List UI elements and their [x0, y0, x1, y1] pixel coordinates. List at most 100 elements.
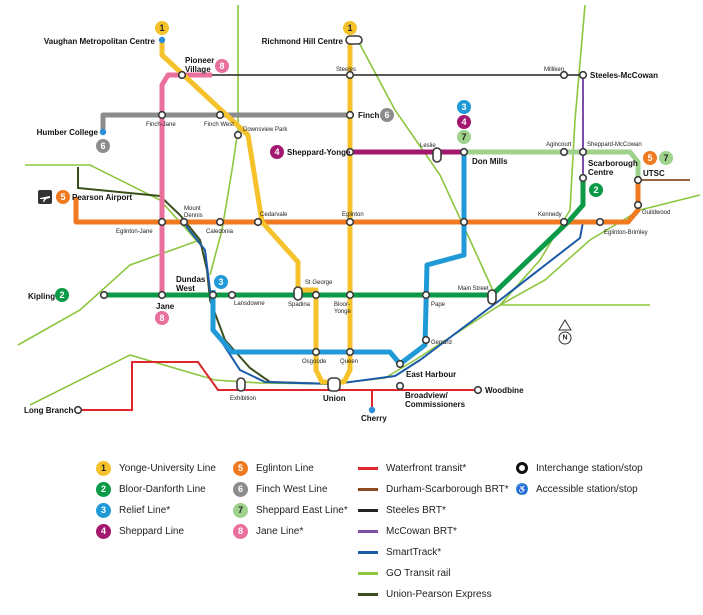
interchange-icon: [516, 462, 528, 474]
line7-path: [465, 149, 641, 180]
station-pearson: Pearson Airport: [72, 193, 132, 202]
legend-line6-label: Finch West Line: [256, 483, 328, 495]
station-cherry: Cherry: [361, 414, 387, 423]
line1-badge-richmond: 1: [343, 21, 357, 35]
line1-badge-vaughan: 1: [155, 21, 169, 35]
station-markers: [73, 36, 643, 415]
station-gerrard: Gerrard: [431, 340, 452, 346]
line3-path: [210, 152, 467, 367]
accessible-icon: ♿: [516, 483, 528, 495]
station-mount-2: Dennis: [184, 213, 203, 219]
station-jane: Jane: [156, 302, 175, 311]
line6-badge-finch: 6: [380, 108, 394, 122]
line1-path: [159, 40, 353, 385]
svg-text:6: 6: [384, 110, 389, 120]
station-finch-jane: Finch-Jane: [146, 122, 176, 128]
legend-line3: 3 Relief Line*: [96, 501, 170, 519]
line8-badge-pioneer: 8: [215, 59, 229, 73]
station-long-branch: Long Branch: [24, 406, 73, 415]
line3-badge-icon: 3: [96, 502, 111, 518]
station-sheppard-yonge: Sheppard-Yonge: [287, 148, 351, 157]
legend-steeles-label: Steeles BRT*: [386, 504, 446, 516]
legend-line1: 1 Yonge-University Line: [96, 459, 216, 477]
station-queen: Queen: [340, 359, 358, 365]
line2-badge-icon: 2: [96, 481, 111, 497]
legend-up: Union-Pearson Express: [358, 585, 492, 603]
line7-badge-donmills: 7: [457, 130, 471, 144]
legend-line8-label: Jane Line*: [256, 525, 304, 537]
line5-badge-pearson: 5: [56, 190, 70, 204]
svg-text:6: 6: [100, 141, 105, 151]
station-downsview: Downsview Park: [243, 127, 288, 133]
station-eglinton: Eglinton: [342, 212, 364, 218]
station-bloor: Bloor-: [334, 302, 350, 308]
go-transit-lines: [17, 4, 701, 406]
station-main-street: Main Street: [458, 286, 489, 292]
line8-path: [159, 72, 212, 295]
svg-text:3: 3: [461, 102, 466, 112]
svg-text:8: 8: [219, 61, 224, 71]
legend-line6: 6 Finch West Line: [233, 480, 328, 498]
line6-path: [100, 112, 350, 130]
legend-line5-label: Eglinton Line: [256, 462, 314, 474]
station-cedarvale: Cedarvale: [260, 212, 288, 218]
station-steeles: Steeles: [336, 67, 356, 73]
station-pape: Pape: [431, 302, 446, 308]
svg-text:1: 1: [159, 23, 164, 33]
legend-waterfront: Waterfront transit*: [358, 459, 466, 477]
legend-line2: 2 Bloor-Danforth Line: [96, 480, 206, 498]
station-pioneer: Pioneer: [185, 56, 214, 65]
legend-durham: Durham-Scarborough BRT*: [358, 480, 509, 498]
station-bloor-2: Yonge: [334, 309, 351, 315]
line4-badge-sheppard: 4: [270, 145, 284, 159]
station-mount: Mount: [184, 206, 201, 212]
line8-badge-icon: 8: [233, 523, 248, 539]
svg-text:7: 7: [461, 132, 466, 142]
station-sheppard-mccowan: Sheppard-McCowan: [587, 142, 642, 148]
line2-badge-scarborough: 2: [589, 183, 603, 197]
line8-badge-jane: 8: [155, 311, 169, 325]
legend-accessible-label: Accessible station/stop: [536, 483, 638, 495]
line6-badge-humber: 6: [96, 139, 110, 153]
station-osgoode: Osgoode: [302, 359, 327, 365]
station-st-george: St George: [305, 280, 333, 286]
station-finch: Finch: [358, 111, 379, 120]
station-woodbine: Woodbine: [485, 386, 524, 395]
svg-text:2: 2: [59, 290, 64, 300]
line5-badge-icon: 5: [233, 460, 248, 476]
legend-line5: 5 Eglinton Line: [233, 459, 314, 477]
station-finch-west: Finch West: [204, 122, 234, 128]
legend-line7-label: Sheppard East Line*: [256, 504, 348, 516]
legend-mccowan-label: McCowan BRT*: [386, 525, 457, 537]
station-eglinton-brimley: Eglinton-Brimley: [604, 230, 648, 236]
station-agincourt: Agincourt: [546, 142, 572, 148]
mccowan-swatch-icon: [358, 529, 378, 533]
legend-interchange: Interchange station/stop: [516, 459, 643, 477]
station-caledonia: Caledonia: [206, 229, 234, 235]
legend-line2-label: Bloor-Danforth Line: [119, 483, 206, 495]
station-kennedy: Kennedy: [538, 212, 562, 218]
svg-text:8: 8: [159, 313, 164, 323]
line4-badge-donmills: 4: [457, 115, 471, 129]
go-swatch-icon: [358, 571, 378, 575]
station-spadina: Spadina: [288, 302, 311, 308]
svg-text:N: N: [562, 335, 567, 342]
legend-go: GO Transit rail: [358, 564, 450, 582]
station-dundas: Dundas: [176, 275, 206, 284]
line4-badge-icon: 4: [96, 523, 111, 539]
station-don-mills: Don Mills: [472, 157, 508, 166]
line1-badge-icon: 1: [96, 460, 111, 476]
svg-text:7: 7: [663, 153, 668, 163]
legend-smarttrack: SmartTrack*: [358, 543, 441, 561]
legend-smarttrack-label: SmartTrack*: [386, 546, 442, 558]
waterfront-swatch-icon: [358, 466, 378, 470]
station-milliken: Milliken: [544, 67, 564, 73]
station-utsc: UTSC: [643, 169, 665, 178]
legend-line8: 8 Jane Line*: [233, 522, 303, 540]
station-pioneer-2: Village: [185, 65, 211, 74]
station-eglinton-jane: Eglinton-Jane: [116, 229, 153, 235]
legend-line7: 7 Sheppard East Line*: [233, 501, 348, 519]
station-scarborough-2: Centre: [588, 168, 614, 177]
legend-up-label: Union-Pearson Express: [386, 588, 492, 600]
station-broadview-2: Commissioners: [405, 400, 466, 409]
